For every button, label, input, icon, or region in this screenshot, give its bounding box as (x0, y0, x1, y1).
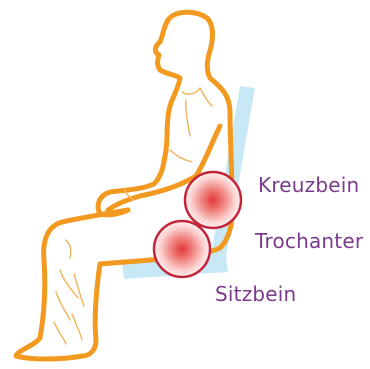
figure-front-contour (98, 20, 180, 215)
figure-inner-lines (54, 88, 212, 344)
label-kreuzbein: Kreuzbein (258, 173, 359, 197)
figure-leg-front (16, 210, 128, 359)
kreuzbein-marker (184, 171, 242, 229)
trochanter-marker (153, 220, 211, 278)
figure-leg-back (82, 264, 100, 356)
label-sitzbein: Sitzbein (215, 282, 296, 306)
label-trochanter: Trochanter (254, 229, 364, 253)
